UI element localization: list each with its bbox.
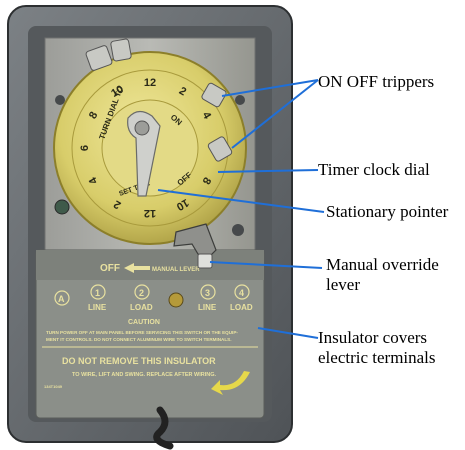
- arrow-left-icon: [124, 263, 150, 273]
- svg-text:A: A: [58, 294, 65, 304]
- label-timer-clock-dial: Timer clock dial: [318, 160, 430, 179]
- terminal-row: A 1 LINE 2 LOAD 3 LINE 4 LOAD: [54, 284, 253, 312]
- label-insulator: Insulator covers: [318, 328, 428, 347]
- off-label: OFF: [100, 263, 120, 274]
- svg-text:4: 4: [239, 288, 244, 298]
- dial-number: 12: [144, 207, 156, 219]
- svg-text:3: 3: [205, 288, 210, 298]
- lever-tab[interactable]: [197, 253, 213, 269]
- dial-number: 2: [112, 198, 123, 211]
- dial-number: 8: [87, 110, 100, 121]
- dial-hub: [134, 120, 150, 136]
- svg-text:2: 2: [139, 288, 144, 298]
- cable: [153, 406, 174, 450]
- on-tripper[interactable]: [85, 38, 132, 72]
- plate-hole: [235, 95, 245, 105]
- label-manual-override-lever: lever: [326, 275, 360, 294]
- dial-number: 2: [177, 85, 188, 98]
- plate-screw: [54, 199, 70, 215]
- insulator-shade: [36, 250, 264, 280]
- label-stationary-pointer: Stationary pointer: [326, 202, 449, 221]
- caution-title: CAUTION: [128, 319, 160, 326]
- swing-arrow-icon: [211, 371, 250, 395]
- svg-text:LOAD: LOAD: [130, 303, 153, 312]
- plate-hole: [232, 224, 244, 236]
- label-manual-override: Manual override: [326, 255, 439, 274]
- off-tripper[interactable]: [201, 82, 233, 162]
- dial-number: 12: [144, 77, 156, 89]
- svg-text:LOAD: LOAD: [230, 303, 253, 312]
- svg-text:LINE: LINE: [198, 303, 217, 312]
- svg-text:1: 1: [95, 288, 100, 298]
- dial-numbers: 1224681012246810: [79, 77, 221, 219]
- plate-hole: [55, 95, 65, 105]
- dial-number: 8: [200, 175, 213, 186]
- part-number: 134T1049: [44, 384, 63, 389]
- stationary-pointer: [127, 110, 161, 197]
- warning-text: TO WIRE, LIFT AND SWING. REPLACE AFTER W…: [72, 372, 216, 378]
- label-on-off-trippers: ON OFF trippers: [318, 72, 435, 91]
- manual-lever-label: MANUAL LEVER: [152, 267, 200, 273]
- caution-text-1: TURN POWER OFF AT MAIN PANEL BEFORE SERV…: [46, 330, 238, 335]
- terminal-screw: [168, 292, 184, 308]
- dial-number: 10: [109, 83, 126, 100]
- warning-title: DO NOT REMOVE THIS INSULATOR: [62, 356, 216, 366]
- dial-number: 6: [79, 145, 91, 151]
- label-electric-terminals: electric terminals: [318, 348, 436, 367]
- caution-text-2: MENT IT CONTROLS. DO NOT CONNECT ALUMINU…: [46, 337, 232, 342]
- callout-lines: [157, 79, 325, 339]
- dial-number: 10: [174, 196, 191, 213]
- svg-text:LINE: LINE: [88, 303, 107, 312]
